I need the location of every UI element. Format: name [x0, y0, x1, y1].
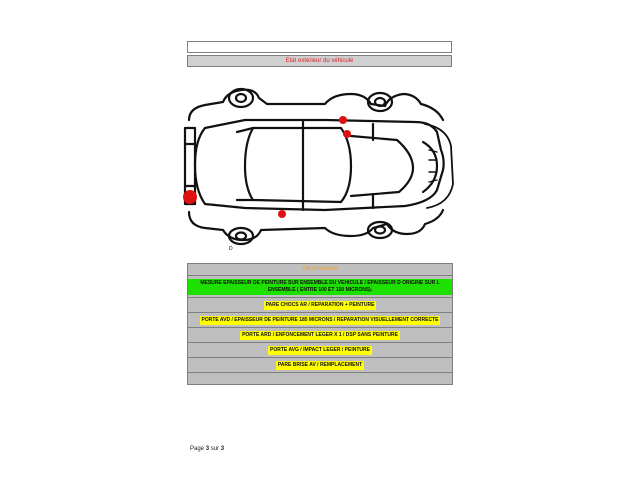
- observation-text: PORTE AVG / IMPACT LEGER / PEINTURE: [268, 345, 372, 355]
- page-current: 3: [205, 446, 210, 452]
- page-sep: sur: [210, 446, 220, 452]
- info-box: [187, 41, 452, 53]
- damage-marker-left-door: [278, 210, 286, 218]
- observations-table: Observations MESURE EPAISSEUR DE PEINTUR…: [187, 263, 453, 385]
- damage-marker-front-right-door: [339, 116, 347, 124]
- damage-marker-rear-bumper: [183, 190, 197, 204]
- page-footer: Page 3 sur 3: [190, 446, 224, 452]
- page-word: Page: [190, 446, 205, 452]
- observation-text: PORTE AVD / EPAISSEUR DE PEINTURE 185 MI…: [199, 315, 441, 325]
- observation-text: PARE BRISE AV / REMPLACEMENT: [275, 360, 365, 370]
- damage-marker-windshield: [343, 130, 351, 138]
- observation-text: PORTE ARD / ENFONCEMENT LEGER X 1 / DSP …: [240, 330, 400, 340]
- section-title: Etat extérieur du véhicule: [187, 55, 452, 67]
- observation-text: PARE CHOCS AR / REPARATION + PEINTURE: [263, 300, 377, 310]
- observation-text: MESURE EPAISSEUR DE PEINTURE SUR ENSEMBL…: [188, 278, 452, 295]
- corner-label: D: [229, 246, 233, 252]
- observations-header: Observations: [188, 264, 452, 276]
- car-outline: [183, 87, 454, 246]
- observation-row-empty: [188, 373, 452, 384]
- vehicle-damage-diagram: D: [183, 87, 454, 252]
- page-total: 3: [220, 446, 225, 452]
- observation-row: PORTE AVD / EPAISSEUR DE PEINTURE 185 MI…: [188, 313, 452, 328]
- observation-row: PARE BRISE AV / REMPLACEMENT: [188, 358, 452, 373]
- observation-row: PORTE ARD / ENFONCEMENT LEGER X 1 / DSP …: [188, 328, 452, 343]
- observation-row: PORTE AVG / IMPACT LEGER / PEINTURE: [188, 343, 452, 358]
- observation-row: PARE CHOCS AR / REPARATION + PEINTURE: [188, 298, 452, 313]
- damage-markers: [183, 116, 351, 218]
- observation-row: MESURE EPAISSEUR DE PEINTURE SUR ENSEMBL…: [188, 276, 452, 298]
